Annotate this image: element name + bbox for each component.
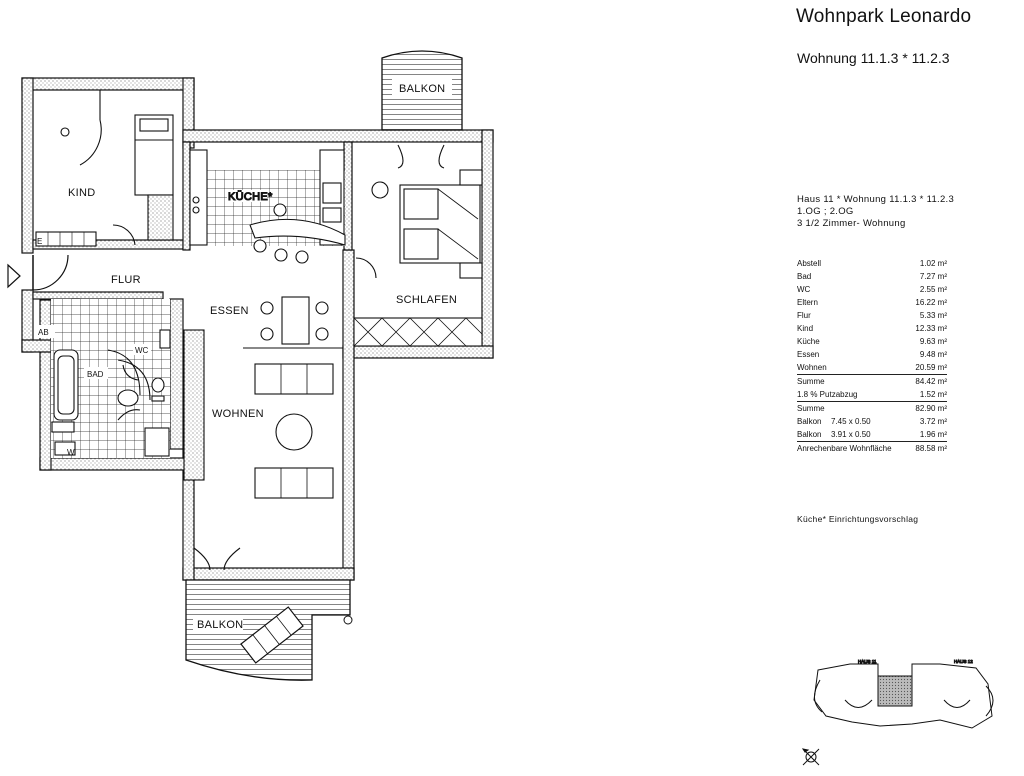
wohnen-furniture [183,329,334,571]
entry [7,254,69,291]
info-line-3: 3 1/2 Zimmer- Wohnung [797,218,906,229]
room-label-schlafen: SCHLAFEN [396,294,457,306]
page-title: Wohnpark Leonardo [796,6,972,27]
balcony-top-label: BALKON [399,83,445,95]
balcony-top: BALKON [381,50,463,131]
info-line-2: 1.OG ; 2.OG [797,206,854,217]
room-label-kind: KIND [68,187,95,199]
key-plan: HAUS 11 HAUS 12 [813,659,994,729]
lounge-chair-icon [240,606,304,664]
room-label-essen: ESSEN [210,305,249,317]
room-label-bad: BAD [87,370,104,379]
room-label-wc: WC [135,346,149,355]
kitchen-note: Küche* Einrichtungsvorschlag [797,514,919,524]
kitchen-furniture: KÜCHE* [189,149,346,264]
label-w: W [67,448,75,457]
wc-label-bg [133,344,151,355]
room-label-ab: AB [38,328,49,337]
apartment-info: Haus 11 * Wohnung 11.1.3 * 11.2.3 1.OG ;… [797,194,954,230]
bad-label-bg [84,367,108,379]
info-line-1: Haus 11 * Wohnung 11.1.3 * 11.2.3 [797,194,955,205]
kind-furniture [35,90,174,247]
bath-fixtures [51,329,171,457]
room-label-flur: FLUR [111,274,141,286]
balcony-bottom-label: BALKON [197,619,243,631]
balcony-bottom: BALKON [185,579,353,681]
page-subtitle: Wohnung 11.1.3 * 11.2.3 [797,50,950,66]
essen-furniture [243,296,343,349]
schlafen-furniture [353,144,483,347]
ab-label-bg [35,325,55,338]
room-label-kueche: KÜCHE* [228,191,273,203]
north-arrow-icon [801,748,820,766]
label-e: E [37,237,42,246]
keyplan-haus12: HAUS 12 [954,659,973,664]
keyplan-haus11: HAUS 11 [858,659,877,664]
room-label-wohnen: WOHNEN [212,408,264,420]
